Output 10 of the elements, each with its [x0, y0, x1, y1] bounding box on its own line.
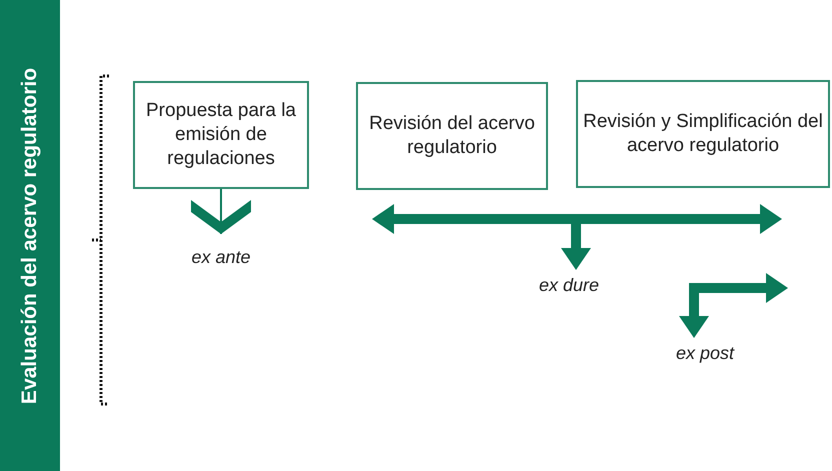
- arrow: [561, 224, 591, 270]
- phase-label: ex ante: [171, 234, 271, 270]
- process-box: Revisión y Simplificación del acervo regulatorio: [576, 80, 830, 188]
- vertical-title: Evaluación del acervo regulatorio: [18, 68, 42, 404]
- double-arrow: [372, 204, 782, 234]
- phase-label: ex dure: [519, 262, 619, 298]
- process-box: Propuesta para la emisión de regulaciones: [133, 81, 309, 189]
- arrow: [679, 273, 788, 338]
- process-box: Revisión del acervo regulatorio: [356, 82, 548, 190]
- phase-label: ex post: [655, 330, 755, 366]
